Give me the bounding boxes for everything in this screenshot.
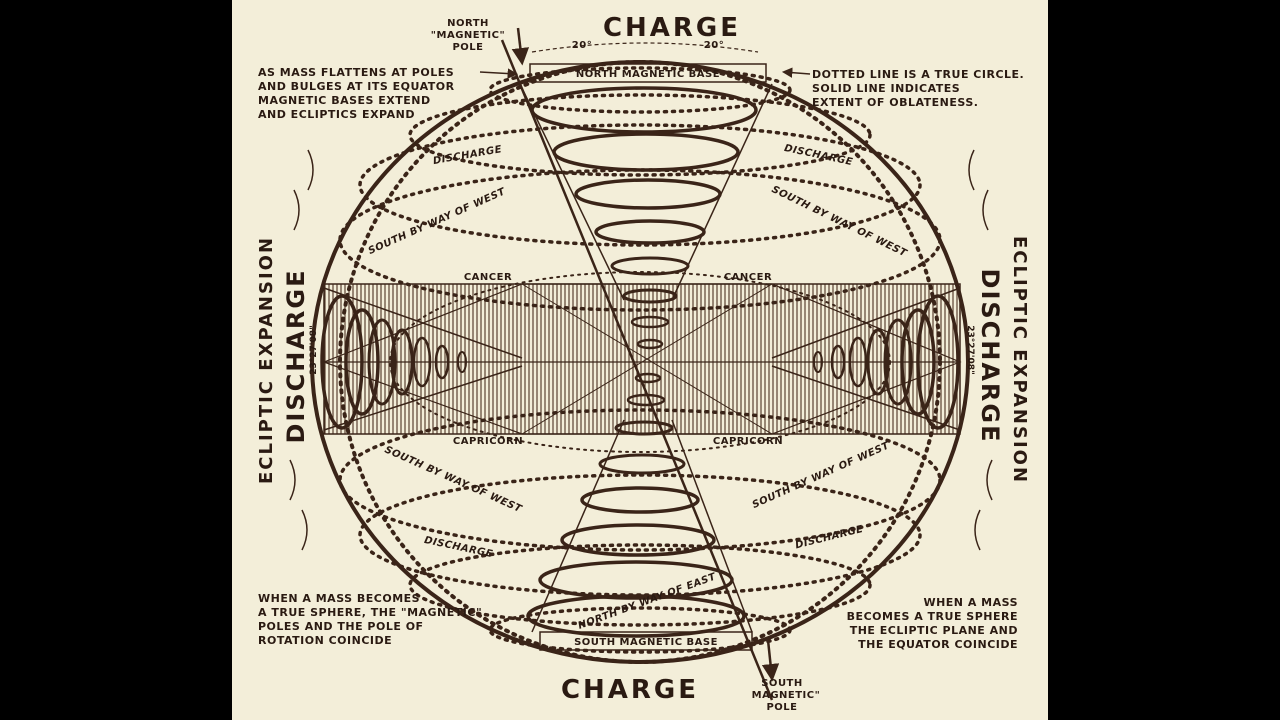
svg-text:NORTH: NORTH xyxy=(447,18,489,29)
svg-text:EXTENT OF OBLATENESS.: EXTENT OF OBLATENESS. xyxy=(812,96,978,109)
svg-text:"MAGNETIC": "MAGNETIC" xyxy=(431,30,505,41)
north-base-label: NORTH MAGNETIC BASE xyxy=(576,69,720,80)
bottom-left-note: WHEN A MASS BECOMES A TRUE SPHERE, THE "… xyxy=(258,592,482,647)
svg-text:POLE: POLE xyxy=(766,702,797,713)
top-right-note-arrow xyxy=(781,67,811,78)
dotted-orbits xyxy=(338,66,942,654)
left-degrees: 23°27'08" xyxy=(309,325,319,375)
svg-text:WHEN A MASS BECOMES: WHEN A MASS BECOMES xyxy=(258,592,420,605)
angle-top-right: 20° xyxy=(704,40,724,51)
svg-text:A TRUE SPHERE, THE "MAGNETIC": A TRUE SPHERE, THE "MAGNETIC" xyxy=(258,606,482,619)
svg-text:BECOMES A TRUE SPHERE: BECOMES A TRUE SPHERE xyxy=(847,610,1018,623)
svg-text:AS MASS FLATTENS AT POLES: AS MASS FLATTENS AT POLES xyxy=(258,66,454,79)
bottom-right-note: WHEN A MASS BECOMES A TRUE SPHERE THE EC… xyxy=(847,596,1018,651)
capricorn-right: CAPRICORN xyxy=(713,436,783,447)
ecliptic-expansion-left: ECLIPTIC EXPANSION xyxy=(256,236,277,484)
svg-text:MAGNETIC": MAGNETIC" xyxy=(752,690,821,701)
capricorn-left: CAPRICORN xyxy=(453,436,523,447)
south-base-label: SOUTH MAGNETIC BASE xyxy=(574,637,718,648)
svg-text:POLES AND THE POLE OF: POLES AND THE POLE OF xyxy=(258,620,424,633)
oblate-sphere-diagram: NORTH MAGNETIC BASE SOUTH MAGNETIC BASE xyxy=(232,0,1048,720)
south-magnetic-base xyxy=(539,631,753,651)
svg-text:SOUTH: SOUTH xyxy=(761,678,803,689)
diagram-page: NORTH MAGNETIC BASE SOUTH MAGNETIC BASE xyxy=(232,0,1048,720)
discharge-right: DISCHARGE xyxy=(976,269,1004,444)
upper-spiral-cone xyxy=(519,83,773,350)
south-pole-arrow xyxy=(761,639,780,682)
svg-text:THE EQUATOR COINCIDE: THE EQUATOR COINCIDE xyxy=(858,638,1018,651)
charge-bottom: CHARGE xyxy=(561,675,699,705)
svg-text:DOTTED LINE IS A TRUE CIRCLE.: DOTTED LINE IS A TRUE CIRCLE. xyxy=(812,68,1024,81)
lower-spiral-cone xyxy=(526,372,753,638)
svg-text:ROTATION COINCIDE: ROTATION COINCIDE xyxy=(258,634,392,647)
north-pole-arrow xyxy=(511,27,530,66)
north-pole-label: NORTH "MAGNETIC" POLE xyxy=(431,18,505,53)
angle-top-left: 20° xyxy=(572,40,592,51)
side-discharge-arcs xyxy=(289,149,993,551)
top-left-note: AS MASS FLATTENS AT POLES AND BULGES AT … xyxy=(258,66,455,121)
charge-top: CHARGE xyxy=(603,13,741,43)
svg-text:POLE: POLE xyxy=(452,42,483,53)
discharge-left: DISCHARGE xyxy=(282,269,310,444)
svg-text:MAGNETIC BASES EXTEND: MAGNETIC BASES EXTEND xyxy=(258,94,431,107)
svg-text:SOLID LINE INDICATES: SOLID LINE INDICATES xyxy=(812,82,960,95)
angle-arc xyxy=(531,42,759,53)
cancer-left: CANCER xyxy=(464,272,512,283)
svg-text:WHEN A MASS: WHEN A MASS xyxy=(923,596,1018,609)
svg-text:AND BULGES AT ITS EQUATOR: AND BULGES AT ITS EQUATOR xyxy=(258,80,455,93)
top-left-note-arrow xyxy=(479,68,519,79)
svg-text:THE ECLIPTIC PLANE AND: THE ECLIPTIC PLANE AND xyxy=(850,624,1018,637)
right-degrees: 23°27'08" xyxy=(965,325,975,375)
top-right-note: DOTTED LINE IS A TRUE CIRCLE. SOLID LINE… xyxy=(812,68,1024,109)
svg-text:AND ECLIPTICS EXPAND: AND ECLIPTICS EXPAND xyxy=(258,108,415,121)
south-pole-label: SOUTH MAGNETIC" POLE xyxy=(752,678,821,713)
cancer-right: CANCER xyxy=(724,272,772,283)
ecliptic-expansion-right: ECLIPTIC EXPANSION xyxy=(1009,236,1030,484)
north-magnetic-base xyxy=(529,63,767,83)
axis-lines xyxy=(323,39,962,701)
